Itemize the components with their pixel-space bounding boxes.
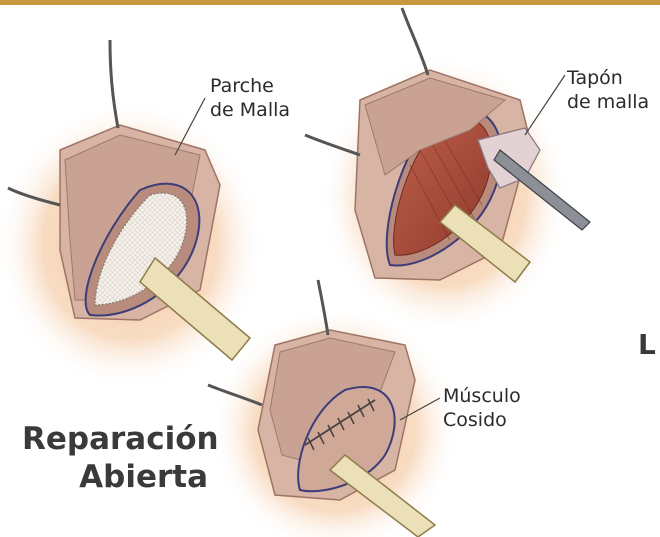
label-mesh-plug: Tapón de malla bbox=[567, 66, 649, 114]
scene-mesh-plug bbox=[305, 8, 590, 335]
label-line-1: Tapón bbox=[567, 66, 649, 90]
label-muscle-sewn: Músculo Cosido bbox=[443, 384, 521, 432]
cropped-edge-letter: L bbox=[638, 328, 656, 361]
label-mesh-patch: Parche de Malla bbox=[210, 74, 290, 122]
label-line-2: de malla bbox=[567, 90, 649, 114]
label-line-1: Parche bbox=[210, 74, 290, 98]
label-line-2: de Malla bbox=[210, 98, 290, 122]
title-line-1: Reparación bbox=[22, 420, 208, 458]
repair-title: Reparación Abierta bbox=[22, 420, 208, 496]
title-line-2: Abierta bbox=[22, 458, 208, 496]
label-line-2: Cosido bbox=[443, 408, 521, 432]
label-line-1: Músculo bbox=[443, 384, 521, 408]
